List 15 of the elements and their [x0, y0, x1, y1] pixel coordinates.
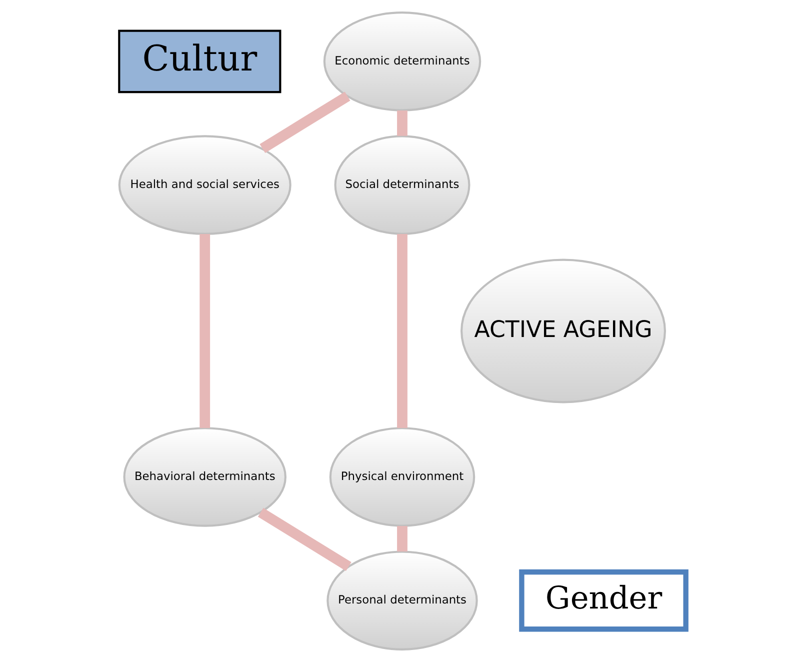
- node-ellipse: Economic determinants: [323, 12, 482, 112]
- node-ellipse: ACTIVE AGEING: [460, 258, 666, 404]
- node-box: Gender: [519, 569, 688, 632]
- connector: [397, 526, 408, 552]
- node-ellipse: Social determinants: [334, 135, 470, 235]
- node-ellipse: Physical environment: [329, 427, 476, 527]
- connector: [200, 234, 210, 428]
- node-ellipse: Health and social services: [118, 135, 292, 235]
- node-ellipse: Personal determinants: [326, 550, 478, 650]
- connector: [260, 92, 350, 153]
- connector: [397, 110, 408, 136]
- node-box: Cultur: [118, 30, 282, 94]
- connector: [397, 234, 408, 428]
- connector: [258, 508, 352, 571]
- node-ellipse: Behavioral determinants: [123, 427, 286, 527]
